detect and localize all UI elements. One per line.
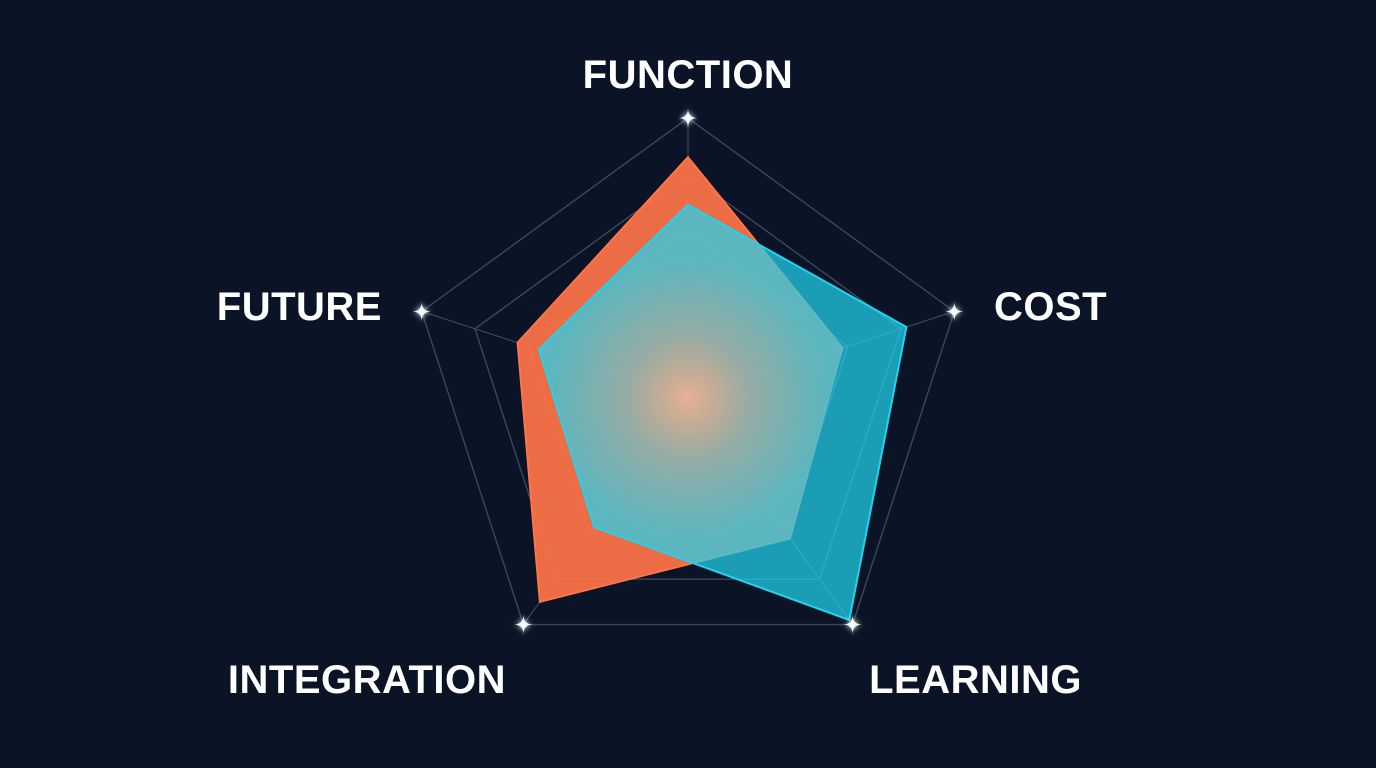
axis-markers	[411, 108, 965, 635]
axis-marker-core-cost	[951, 308, 957, 315]
axis-label-integration: INTEGRATION	[228, 658, 506, 702]
radar-center-glow	[548, 258, 828, 538]
center-glow	[548, 258, 828, 538]
axis-label-cost: COST	[994, 285, 1107, 329]
axis-label-function: FUNCTION	[583, 53, 794, 97]
axis-labels: FUNCTION COST LEARNING INTEGRATION FUTUR…	[217, 53, 1107, 702]
axis-marker-core-learning	[849, 621, 856, 628]
axis-label-learning: LEARNING	[869, 658, 1082, 702]
axis-label-future: FUTURE	[217, 285, 382, 329]
axis-marker-core-future	[419, 308, 425, 315]
grid-ring-4	[474, 173, 902, 580]
axis-marker-core-function	[685, 115, 691, 121]
grid-ring-5	[420, 117, 956, 626]
axis-marker-core-integration	[520, 621, 527, 628]
